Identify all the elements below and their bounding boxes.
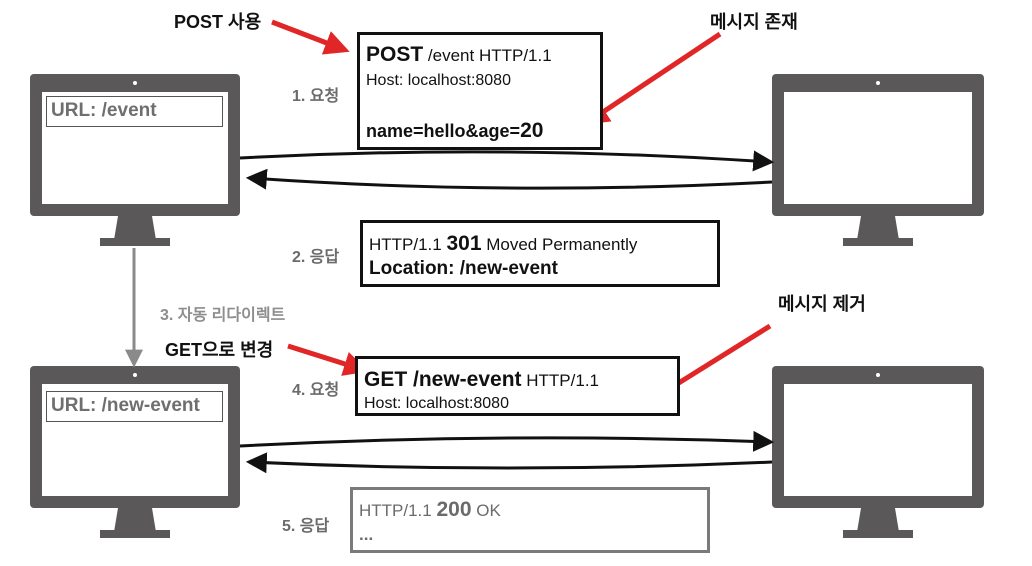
response-arrow-bottom <box>245 452 773 474</box>
step-2-response: 2. 응답 <box>292 249 340 266</box>
http-request-post-box: POST /event HTTP/1.1 Host: localhost:808… <box>357 32 603 150</box>
step-5-response: 5. 응답 <box>282 518 330 535</box>
step-3-redirect: 3. 자동 리다이렉트 <box>160 307 286 324</box>
status-line-200: HTTP/1.1 200 OK <box>359 498 501 522</box>
path-version-label: /event HTTP/1.1 <box>423 46 552 65</box>
step-1-request: 1. 요청 <box>292 88 340 105</box>
reason-phrase-200: OK <box>471 501 501 520</box>
status-code: 301 <box>446 232 482 255</box>
request-arrow-bottom <box>239 430 775 452</box>
method-label: POST <box>366 43 424 66</box>
status-line: HTTP/1.1 301 Moved Permanently <box>369 232 637 256</box>
ellipsis: ... <box>359 525 374 544</box>
url-bar-top: URL: /event <box>46 96 223 127</box>
version-label-get: HTTP/1.1 <box>521 371 599 390</box>
callout-get-change: GET으로 변경 <box>165 340 274 360</box>
callout-post-use: POST 사용 <box>174 12 262 32</box>
body-number: 20 <box>520 119 544 142</box>
http-response-301-box: HTTP/1.1 301 Moved Permanently Location:… <box>360 220 720 287</box>
callout-message-exists: 메시지 존재 <box>710 12 798 32</box>
http-request-get-box: GET /new-event HTTP/1.1 Host: localhost:… <box>355 356 680 416</box>
host-header: Host: localhost:8080 <box>366 72 511 89</box>
callout-arrow-post <box>271 19 350 55</box>
request-arrow-top <box>239 150 775 172</box>
status-code-200: 200 <box>436 498 472 521</box>
version-label-200: HTTP/1.1 <box>359 501 437 520</box>
message-body: name=hello&age=20 <box>366 119 543 143</box>
location-header: Location: /new-event <box>369 258 558 279</box>
reason-phrase: Moved Permanently <box>481 235 638 254</box>
request-line-get: GET /new-event HTTP/1.1 <box>364 368 599 392</box>
request-line: POST /event HTTP/1.1 <box>366 43 552 67</box>
server-monitor-top-icon <box>772 74 984 246</box>
server-monitor-bottom-icon <box>772 366 984 538</box>
version-label: HTTP/1.1 <box>369 235 447 254</box>
method-path-label: GET /new-event <box>364 368 522 391</box>
callout-message-removed: 메시지 제거 <box>778 294 866 314</box>
host-header-get: Host: localhost:8080 <box>364 395 509 412</box>
http-response-200-box: HTTP/1.1 200 OK ... <box>350 487 710 553</box>
callout-arrow-get <box>287 343 369 376</box>
step-4-request: 4. 요청 <box>292 382 340 399</box>
url-bar-bottom: URL: /new-event <box>46 391 223 422</box>
body-text: name=hello&age= <box>366 121 521 141</box>
callout-arrow-message-exists <box>583 31 722 125</box>
response-arrow-top <box>245 168 773 190</box>
